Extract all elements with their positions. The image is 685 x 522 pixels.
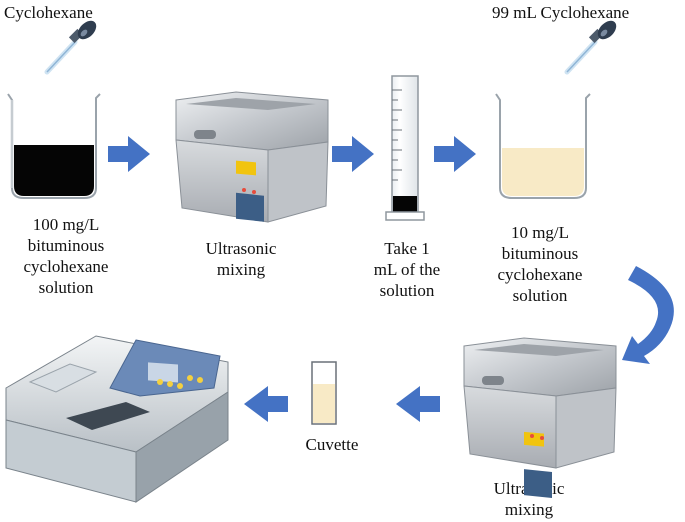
beaker-100mg-icon bbox=[7, 93, 101, 199]
reagent-99ml-cyclohexane-label: 99 mL Cyclohexane bbox=[492, 3, 630, 22]
spectrophotometer-icon bbox=[5, 335, 229, 503]
ultrasonic-cleaner-icon-2 bbox=[463, 337, 617, 499]
dropper-icon-left bbox=[44, 20, 97, 75]
flow-arrows bbox=[108, 136, 674, 422]
arrow-right-icon-2 bbox=[332, 136, 374, 172]
ultrasonic-mixing-label-1: Ultrasonic mixing bbox=[205, 239, 277, 279]
take-1ml-label: Take 1 mL of the solution bbox=[373, 239, 441, 300]
arrow-left-icon-2 bbox=[244, 386, 288, 422]
dropper-icon-right bbox=[564, 20, 617, 75]
ultrasonic-cleaner-icon-1 bbox=[175, 91, 329, 223]
graduated-cylinder-icon bbox=[385, 75, 425, 221]
curved-arrow-icon bbox=[622, 266, 674, 364]
solution-10-label: 10 mg/L bituminous cyclohexane solution bbox=[497, 223, 583, 305]
arrow-right-icon-1 bbox=[108, 136, 150, 172]
reagent-cyclohexane-label: Cyclohexane bbox=[4, 3, 93, 22]
cuvette-icon bbox=[311, 361, 337, 425]
arrow-right-icon-3 bbox=[434, 136, 476, 172]
cuvette-label: Cuvette bbox=[305, 435, 359, 454]
arrow-left-icon-1 bbox=[396, 386, 440, 422]
beaker-10mg-icon bbox=[495, 93, 591, 199]
solution-100-label: 100 mg/L bituminous cyclohexane solution bbox=[23, 215, 109, 297]
